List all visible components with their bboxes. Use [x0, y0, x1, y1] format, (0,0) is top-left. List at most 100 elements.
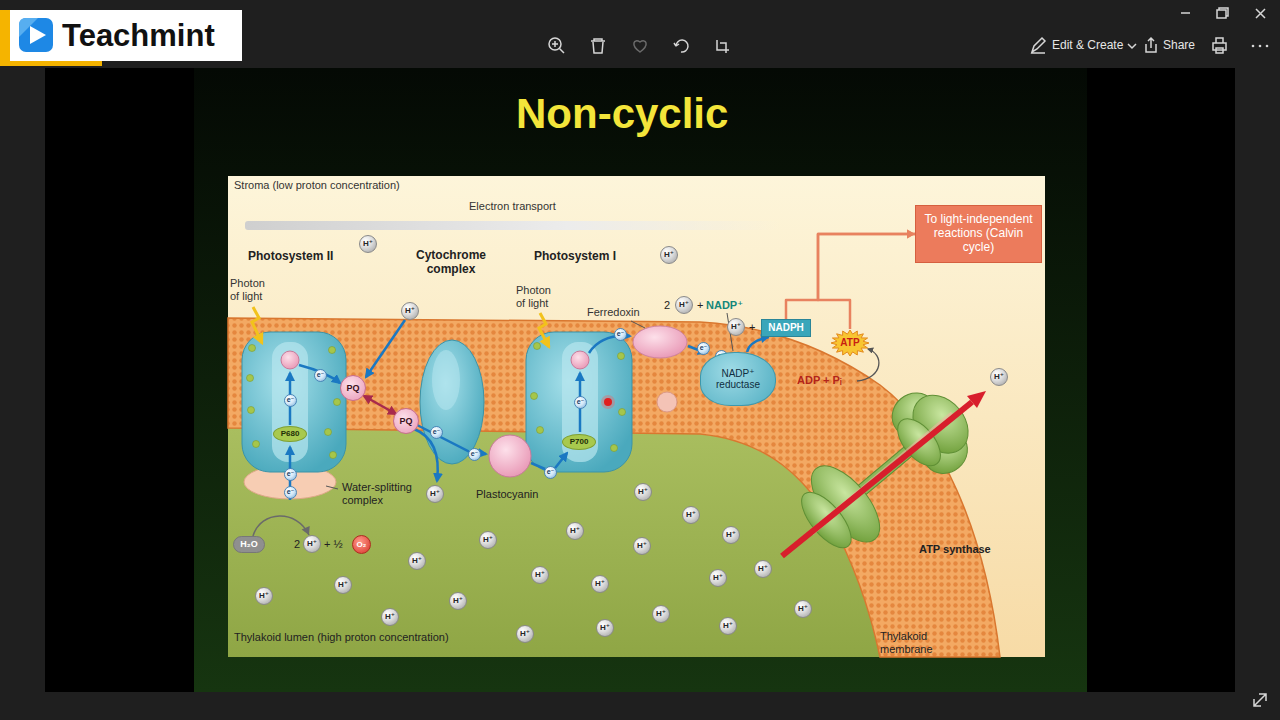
toolbar-icon [560, 49, 565, 54]
proton-ball: H⁺ [449, 592, 467, 610]
toolbar-icon [554, 41, 556, 47]
proton-label: H⁺ [483, 535, 493, 544]
electron-ball: e⁻ [284, 468, 297, 481]
plastoquinone-ball: PQ [393, 408, 419, 434]
photosystem-two [325, 429, 332, 436]
plastoquinone-shuttle [364, 396, 396, 414]
proton-flow-arrow [782, 402, 972, 556]
photosystem-two [242, 332, 346, 472]
photosystem-two [253, 441, 260, 448]
complex-label: Photosystem II [248, 249, 333, 263]
proton-flow-arrow [967, 391, 986, 408]
photosystem-two [272, 342, 308, 462]
slide-title: Non-cyclic [516, 90, 728, 138]
coefficient: 2 [294, 538, 300, 551]
connector-arrow [818, 230, 915, 330]
electron-transport-bar [245, 221, 781, 230]
toolbar-icon [591, 39, 605, 53]
photosystem-one [526, 332, 632, 472]
proton-label: H⁺ [758, 564, 768, 573]
proton-label: H⁺ [664, 250, 674, 259]
complex-label: Photosystem I [534, 249, 616, 263]
photosystem-two [330, 452, 337, 459]
proton-ball: H⁺ [633, 537, 651, 555]
proton-label: H⁺ [535, 570, 545, 579]
electron-label: e⁻ [433, 428, 441, 436]
proton-ball: H⁺ [754, 560, 772, 578]
part-label: ATP synthase [919, 543, 991, 556]
light-label: Photon of light [516, 284, 558, 310]
proton-ball: H⁺ [591, 575, 609, 593]
photosystem-two [329, 347, 336, 354]
atp-synthase [781, 374, 988, 569]
photosystem-two [247, 375, 254, 382]
proton-ball: H⁺ [401, 302, 419, 320]
proton-ball: H⁺ [334, 576, 352, 594]
reaction-term: + ½ [324, 538, 343, 551]
plastoquinone-ball: PQ [340, 375, 366, 401]
photosystem-one [611, 445, 618, 452]
proton-label: H⁺ [600, 623, 610, 632]
molecule-label: O₂ [357, 540, 367, 549]
electron-label: e⁻ [547, 468, 555, 476]
electron-label: e⁻ [287, 470, 295, 478]
proton-ball: H⁺ [408, 552, 426, 570]
pointer-dot [601, 395, 615, 409]
photosystem-one [537, 427, 544, 434]
proton-ball: H⁺ [596, 619, 614, 637]
reaction-center: P680 [273, 426, 307, 442]
toolbar-button-label: Edit & Create [1052, 38, 1123, 52]
menu-dots [1259, 45, 1262, 48]
proton-label: H⁺ [713, 573, 723, 582]
center-label: P680 [281, 429, 300, 438]
photosystem-two [249, 345, 256, 352]
molecule-label: NADPH [768, 322, 804, 334]
part-label: Plastocyanin [476, 488, 538, 501]
proton-label: H⁺ [679, 300, 689, 309]
photon-arrow [252, 307, 262, 343]
proton-label: H⁺ [723, 621, 733, 630]
photosystem-two [334, 399, 341, 406]
proton-ball: H⁺ [634, 483, 652, 501]
part-label: Water-splitting complex [342, 481, 422, 507]
leader-line [631, 321, 645, 328]
photosystem-two [242, 332, 346, 499]
reaction-center: P700 [562, 434, 596, 450]
proton-ball: H⁺ [660, 246, 678, 264]
cytochrome-complex [420, 340, 484, 464]
toolbar-icon [674, 40, 688, 52]
carrier-protein [657, 392, 677, 412]
connector-line [818, 234, 915, 329]
proton-label: H⁺ [726, 530, 736, 539]
electron-ball: e⁻ [314, 369, 327, 382]
proton-ball: H⁺ [359, 235, 377, 253]
proton-label: H⁺ [595, 579, 605, 588]
toolbar-icon [1128, 44, 1136, 48]
photosystem-one [562, 342, 598, 462]
photosystem-one [618, 353, 625, 360]
process-label: To light-independent reactions (Calvin c… [921, 213, 1036, 254]
toolbar-icon [1181, 12, 1190, 14]
proton-label: H⁺ [637, 541, 647, 550]
electron-ball: e⁻ [284, 486, 297, 499]
molecule-label: H₂O [240, 539, 258, 549]
photon-arrow [539, 313, 549, 347]
enzyme-label: NADP⁺ reductase [705, 368, 771, 391]
electron-ball: e⁻ [614, 328, 627, 341]
atp-synthase [781, 374, 988, 569]
viewer-window [194, 68, 1087, 692]
proton-label: H⁺ [307, 539, 317, 548]
photosystem-one [619, 409, 626, 416]
proton-ball: H⁺ [990, 368, 1008, 386]
toolbar-icon [1254, 694, 1266, 706]
molecule-label: PQ [399, 416, 412, 426]
electron-ball: e⁻ [284, 394, 297, 407]
photosystem-two [248, 407, 255, 414]
leader-line [326, 313, 733, 489]
electron-flow-arrow [290, 320, 706, 500]
starburst-shape [831, 330, 869, 356]
electron-transport-bar [245, 221, 781, 230]
phosphorylation-arrow [857, 349, 879, 381]
region-label: Stroma (low proton concentration) [234, 179, 400, 192]
